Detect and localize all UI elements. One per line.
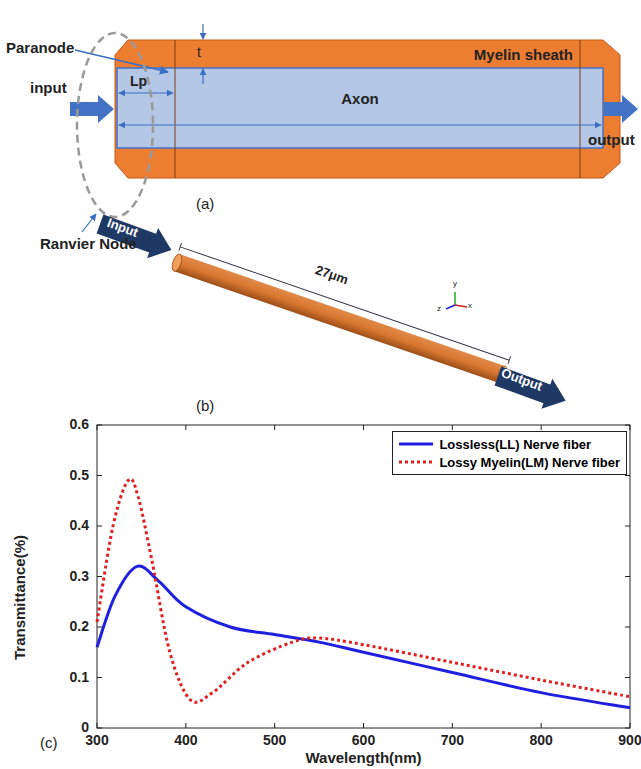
part-label: (a) bbox=[196, 196, 214, 213]
leader-line bbox=[82, 214, 96, 232]
axis-triad bbox=[446, 292, 467, 309]
part-label: (b) bbox=[196, 398, 214, 415]
part-label: Lp bbox=[130, 74, 147, 89]
axis-title: Transmittance(%) bbox=[12, 535, 29, 660]
ll-curve bbox=[97, 566, 630, 708]
tick-label: 500 bbox=[263, 733, 286, 748]
legend-text: Lossless(LL) Nerve fiber bbox=[439, 437, 591, 452]
ranvier-node-ellipse bbox=[77, 33, 153, 217]
band-label: Axon bbox=[341, 90, 379, 107]
lm-curve bbox=[97, 479, 630, 702]
line-chart bbox=[97, 425, 630, 728]
band-label: Myelin sheath bbox=[474, 46, 573, 63]
tick-label: 900 bbox=[618, 733, 641, 748]
part-label: input bbox=[30, 80, 67, 97]
legend-text: Lossy Myelin(LM) Nerve fiber bbox=[439, 455, 620, 470]
tick-label: 800 bbox=[529, 733, 552, 748]
part-label: 27μm bbox=[313, 263, 350, 288]
dimension-arrow bbox=[119, 124, 601, 125]
axon-band: Axon bbox=[117, 68, 603, 148]
axon-band bbox=[117, 68, 603, 148]
part-label: output bbox=[588, 132, 635, 149]
tick-label: 0.3 bbox=[70, 569, 89, 584]
output-arrow bbox=[604, 95, 638, 123]
dimension-arrow bbox=[202, 69, 203, 84]
dimension-arrow bbox=[202, 24, 203, 39]
part-label: y bbox=[453, 280, 457, 289]
legend-sample bbox=[399, 457, 433, 467]
axis-title: Wavelength(nm) bbox=[305, 750, 421, 767]
tick-label: 0.1 bbox=[70, 670, 89, 685]
tick-label: 0.4 bbox=[70, 518, 89, 533]
myelin-sheath bbox=[115, 40, 620, 178]
myelin-band: Myelin sheath bbox=[117, 40, 603, 68]
tick-label: 600 bbox=[352, 733, 375, 748]
tick-label: 0.2 bbox=[70, 619, 89, 634]
dimension-arrow bbox=[119, 92, 173, 93]
axis-title: (c) bbox=[40, 735, 58, 752]
legend-row: Lossy Myelin(LM) Nerve fiber bbox=[399, 453, 620, 471]
nerve-fiber-3d bbox=[170, 242, 512, 384]
paranode-line bbox=[175, 40, 176, 178]
part-label: Paranode bbox=[6, 40, 74, 57]
tick-label: 300 bbox=[85, 733, 108, 748]
output-arrow-3d bbox=[493, 361, 572, 416]
part-label: Ranvier Node bbox=[40, 236, 137, 253]
part-label: t bbox=[197, 45, 201, 60]
paranode-line bbox=[580, 40, 581, 178]
tick-label: 700 bbox=[441, 733, 464, 748]
tick-label: 0.6 bbox=[70, 417, 89, 432]
legend-sample bbox=[399, 439, 433, 449]
tick-label: 400 bbox=[174, 733, 197, 748]
tick-label: 0.5 bbox=[70, 468, 89, 483]
part-label: z bbox=[437, 305, 441, 314]
legend-box: Lossless(LL) Nerve fiberLossy Myelin(LM)… bbox=[392, 431, 627, 475]
part-label: x bbox=[468, 302, 472, 311]
legend-row: Lossless(LL) Nerve fiber bbox=[399, 435, 620, 453]
